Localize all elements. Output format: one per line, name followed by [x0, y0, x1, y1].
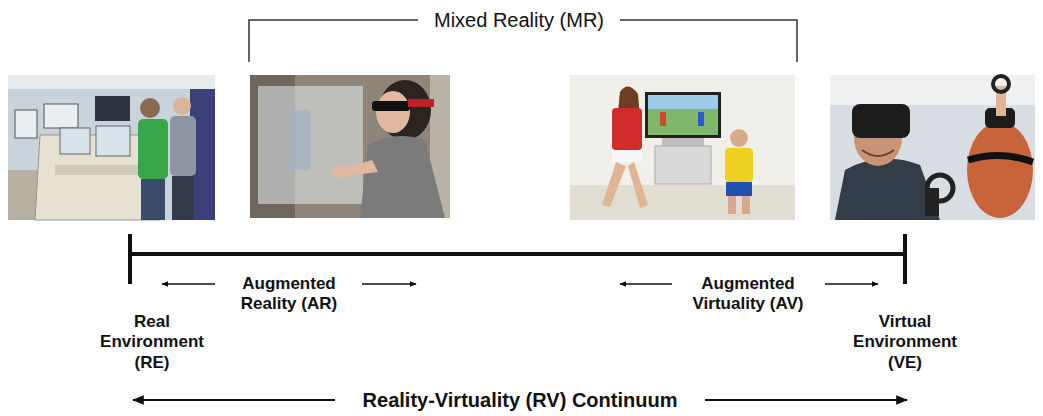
virtual-environment-photo	[830, 75, 1035, 220]
real-environment-photo-part	[8, 75, 215, 89]
augmented-virtuality-photo-part	[612, 150, 642, 162]
augmented-reality-photo-part	[360, 136, 445, 218]
augmented-virtuality-photo	[570, 75, 795, 220]
axis-title: Reality-Virtuality (RV) Continuum	[340, 388, 700, 412]
augmented-reality-photo-part	[332, 166, 352, 178]
augmented-virtuality-photo-part	[655, 146, 711, 184]
real-environment-photo-part	[96, 126, 130, 156]
real-environment-photo-part	[95, 96, 130, 121]
real-environment-photo-part	[170, 116, 196, 176]
virtual-environment-photo-part	[852, 104, 910, 138]
real-environment-photo-part	[44, 104, 78, 128]
end-label: Virtual Environment (VE)	[849, 312, 961, 373]
augmented-virtuality-photo-part	[648, 95, 718, 135]
augmented-reality-photo-part	[258, 86, 363, 204]
augmented-virtuality-photo-part	[648, 95, 718, 109]
real-environment-photo-part	[8, 75, 215, 220]
augmented-virtuality-photo-part	[725, 148, 753, 182]
range-arrows-part	[162, 283, 215, 285]
real-environment-photo-part	[138, 119, 168, 179]
augmented-reality-photo-part	[376, 91, 410, 133]
augmented-virtuality-photo-part	[728, 196, 736, 214]
real-environment-photo-part	[60, 128, 90, 154]
augmented-virtuality-photo-part	[698, 112, 704, 126]
continuum-arrows-part	[705, 399, 907, 401]
augmented-virtuality-photo-part	[570, 75, 795, 220]
mixed-reality-bracket-part	[620, 20, 797, 62]
augmented-reality-photo-part	[372, 101, 410, 111]
augmented-reality-photo	[250, 75, 450, 218]
continuum-axis-part	[130, 252, 905, 256]
virtual-environment-photo-part	[968, 155, 1033, 162]
augmented-virtuality-photo-part	[730, 129, 748, 147]
virtual-environment-photo-part	[967, 122, 1033, 218]
augmented-virtuality-photo-part	[726, 182, 752, 196]
augmented-virtuality-photo-part	[612, 108, 642, 150]
range-arrows-part	[825, 283, 878, 285]
virtual-environment-photo-part	[835, 159, 940, 220]
continuum-axis-part	[903, 234, 907, 284]
real-environment-photo-part	[173, 97, 191, 115]
continuum-arrows-part	[133, 399, 335, 401]
range-label: Augmented Reality (AR)	[232, 274, 347, 315]
virtual-environment-photo-part	[993, 76, 1009, 92]
augmented-virtuality-photo-part	[742, 196, 750, 214]
augmented-virtuality-photo-part	[662, 138, 704, 146]
augmented-virtuality-photo-part	[602, 162, 626, 207]
real-environment-photo-part	[15, 110, 37, 138]
augmented-reality-photo-part	[290, 110, 310, 170]
virtual-environment-photo-part	[862, 150, 894, 156]
range-arrows-part	[362, 283, 416, 285]
augmented-virtuality-photo-part	[660, 112, 666, 126]
real-environment-photo-part	[141, 179, 165, 220]
real-environment-photo-part	[55, 165, 145, 175]
real-environment-photo-part	[140, 98, 160, 118]
augmented-reality-photo-part	[408, 99, 434, 107]
virtual-environment-photo-part	[925, 188, 939, 216]
real-environment-photo	[8, 75, 215, 220]
range-arrows-part	[620, 283, 672, 285]
range-label: Augmented Virtuality (AV)	[683, 274, 813, 315]
mixed-reality-bracket-part	[249, 20, 418, 62]
virtual-environment-photo-part	[830, 75, 1035, 220]
end-label: Real Environment (RE)	[96, 312, 208, 373]
augmented-virtuality-photo-part	[628, 162, 648, 208]
augmented-virtuality-photo-part	[645, 92, 721, 138]
real-environment-photo-part	[172, 176, 194, 220]
augmented-reality-photo-part	[250, 75, 450, 218]
group-label: Mixed Reality (MR)	[399, 8, 639, 32]
continuum-axis-part	[128, 234, 132, 284]
